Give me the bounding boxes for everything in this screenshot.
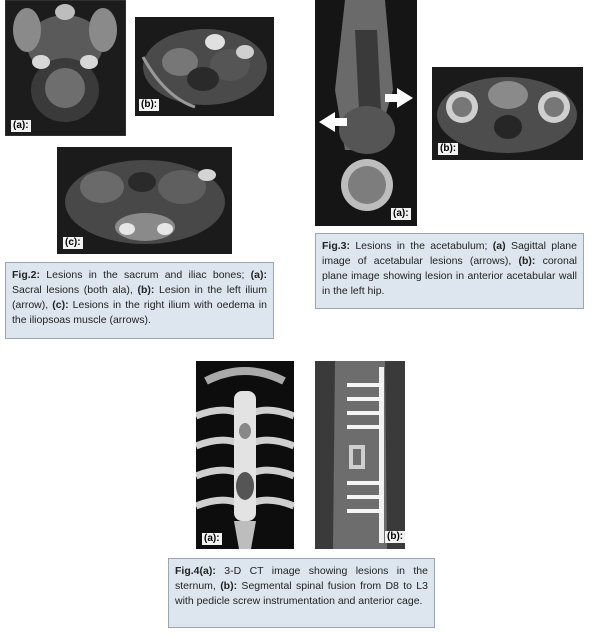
fig4-caption-text-1: 3-D CT image showing lesions in the ster… [175,565,428,592]
fig2c-mri-right-ilium-image: (c): [57,147,232,254]
fig3-caption: Fig.3: Lesions in the acetabulum; (a) Sa… [315,233,584,309]
fig3-caption-ref-b: (b): [518,255,536,267]
fig3-caption-ref-a: (a) [492,240,506,252]
fig2c-label: (c): [63,237,83,249]
fig3-caption-text-3: coronal plane image showing lesion in an… [322,255,578,297]
fig2-caption-text-3: Lesion in the left ilium (arrow), [12,284,267,311]
fig3-caption-text-1: Lesions in the acetabulum; [350,240,493,252]
fig2-caption-ref-c: (c): [52,299,69,311]
fig2b-mri-left-ilium-image: (b): [135,17,274,116]
fig2-caption-text-1: Lesions in the sacrum and iliac bones; [40,269,251,281]
fig3-caption-lead: Fig.3: [322,240,350,252]
fig3a-label: (a): [391,208,411,220]
fig2-caption-text-2: Sacral lesions (both ala), [12,284,138,296]
fig4-caption-lead: Fig.4(a): [175,565,216,577]
fig2-caption-ref-b: (b): [137,284,155,296]
fig2b-label: (b): [139,99,160,111]
fig3b-mri-coronal-hip-image: (b): [432,67,583,160]
fig3-caption-text-2: Sagittal plane image of acetabular lesio… [322,240,577,267]
fig2-caption-ref-a: (a): [250,269,267,281]
fig4-caption-ref-b: (b): [220,580,238,592]
fig2-caption: Fig.2: Lesions in the sacrum and iliac b… [5,262,274,339]
fig3a-mri-sagittal-acetabulum-image: (a): [315,0,417,226]
fig4b-label: (b): [385,531,405,543]
fig2a-label: (a): [11,120,31,132]
fig2-caption-text-4: Lesions in the right ilium with oedema i… [12,299,267,326]
fig2a-mri-sacrum-image: (a): [5,0,126,136]
fig2-caption-lead: Fig.2: [12,269,40,281]
fig4b-xray-spinal-fusion-image: (b): [315,361,405,549]
fig4-caption: Fig.4(a): 3-D CT image showing lesions i… [168,558,435,628]
fig4-caption-text-2: Segmental spinal fusion from D8 to L3 wi… [175,580,428,607]
fig3b-label: (b): [438,143,459,155]
fig4a-label: (a): [202,533,222,545]
fig4a-3d-ct-sternum-image: (a): [196,361,294,549]
